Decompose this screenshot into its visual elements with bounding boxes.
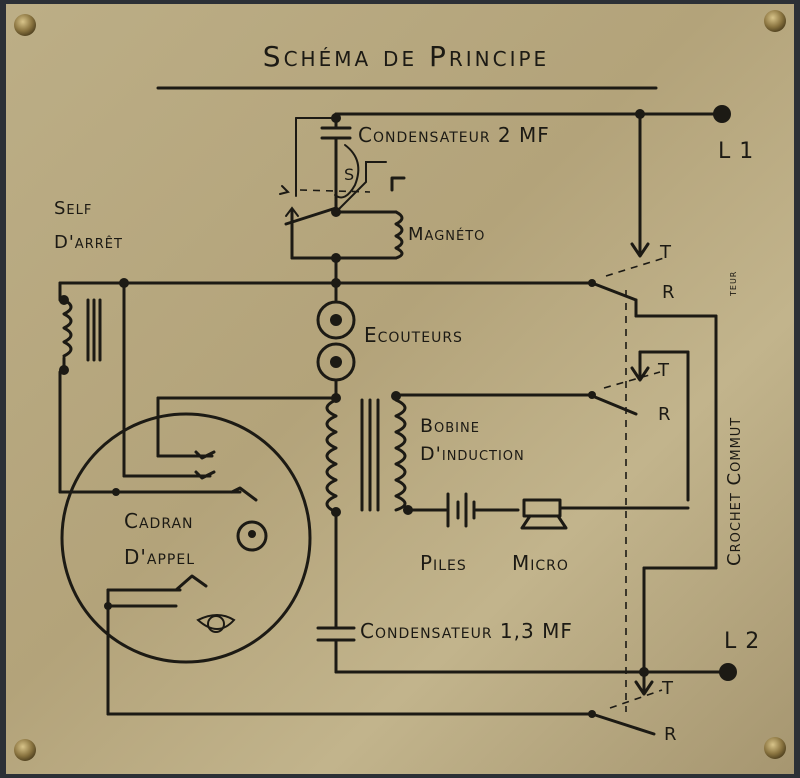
label-t3: T <box>661 678 674 699</box>
label-ecouteurs: Ecouteurs <box>364 323 463 347</box>
label-dappel: D'appel <box>124 545 195 569</box>
label-r3: R <box>664 724 678 745</box>
label-dinduction: D'induction <box>420 443 525 465</box>
label-magneto: Magnéto <box>408 224 485 245</box>
label-t1: T <box>659 242 672 263</box>
screw-icon <box>764 10 786 32</box>
terminal-l2 <box>719 663 737 681</box>
label-cadran: Cadran <box>124 509 194 533</box>
label-r1: R <box>662 282 676 303</box>
label-micro: Micro <box>512 551 569 575</box>
label-crochet-commut: Crochet Commut <box>724 417 745 566</box>
label-r2: R <box>658 404 672 425</box>
screw-icon <box>14 14 36 36</box>
label-piles: Piles <box>420 551 467 575</box>
label-l2: L 2 <box>724 629 760 654</box>
brass-background <box>6 4 794 774</box>
label-darret: D'arrêt <box>54 232 123 253</box>
screw-icon <box>14 739 36 761</box>
label-bobine: Bobine <box>420 415 480 437</box>
label-s: S <box>344 165 355 184</box>
terminal-l1 <box>713 105 731 123</box>
label-self: Self <box>54 198 92 219</box>
label-l1: L 1 <box>718 139 754 164</box>
diagram-title: Schéma de Principe <box>263 40 549 73</box>
label-condensateur-2mf: Condensateur 2 MF <box>358 123 550 147</box>
screw-icon <box>764 737 786 759</box>
label-crochet-teur: teur <box>725 271 739 297</box>
label-condensateur-1-3mf: Condensateur 1,3 MF <box>360 619 573 643</box>
label-t2: T <box>657 360 670 381</box>
wiring <box>58 109 730 736</box>
corner-screws <box>14 10 786 761</box>
